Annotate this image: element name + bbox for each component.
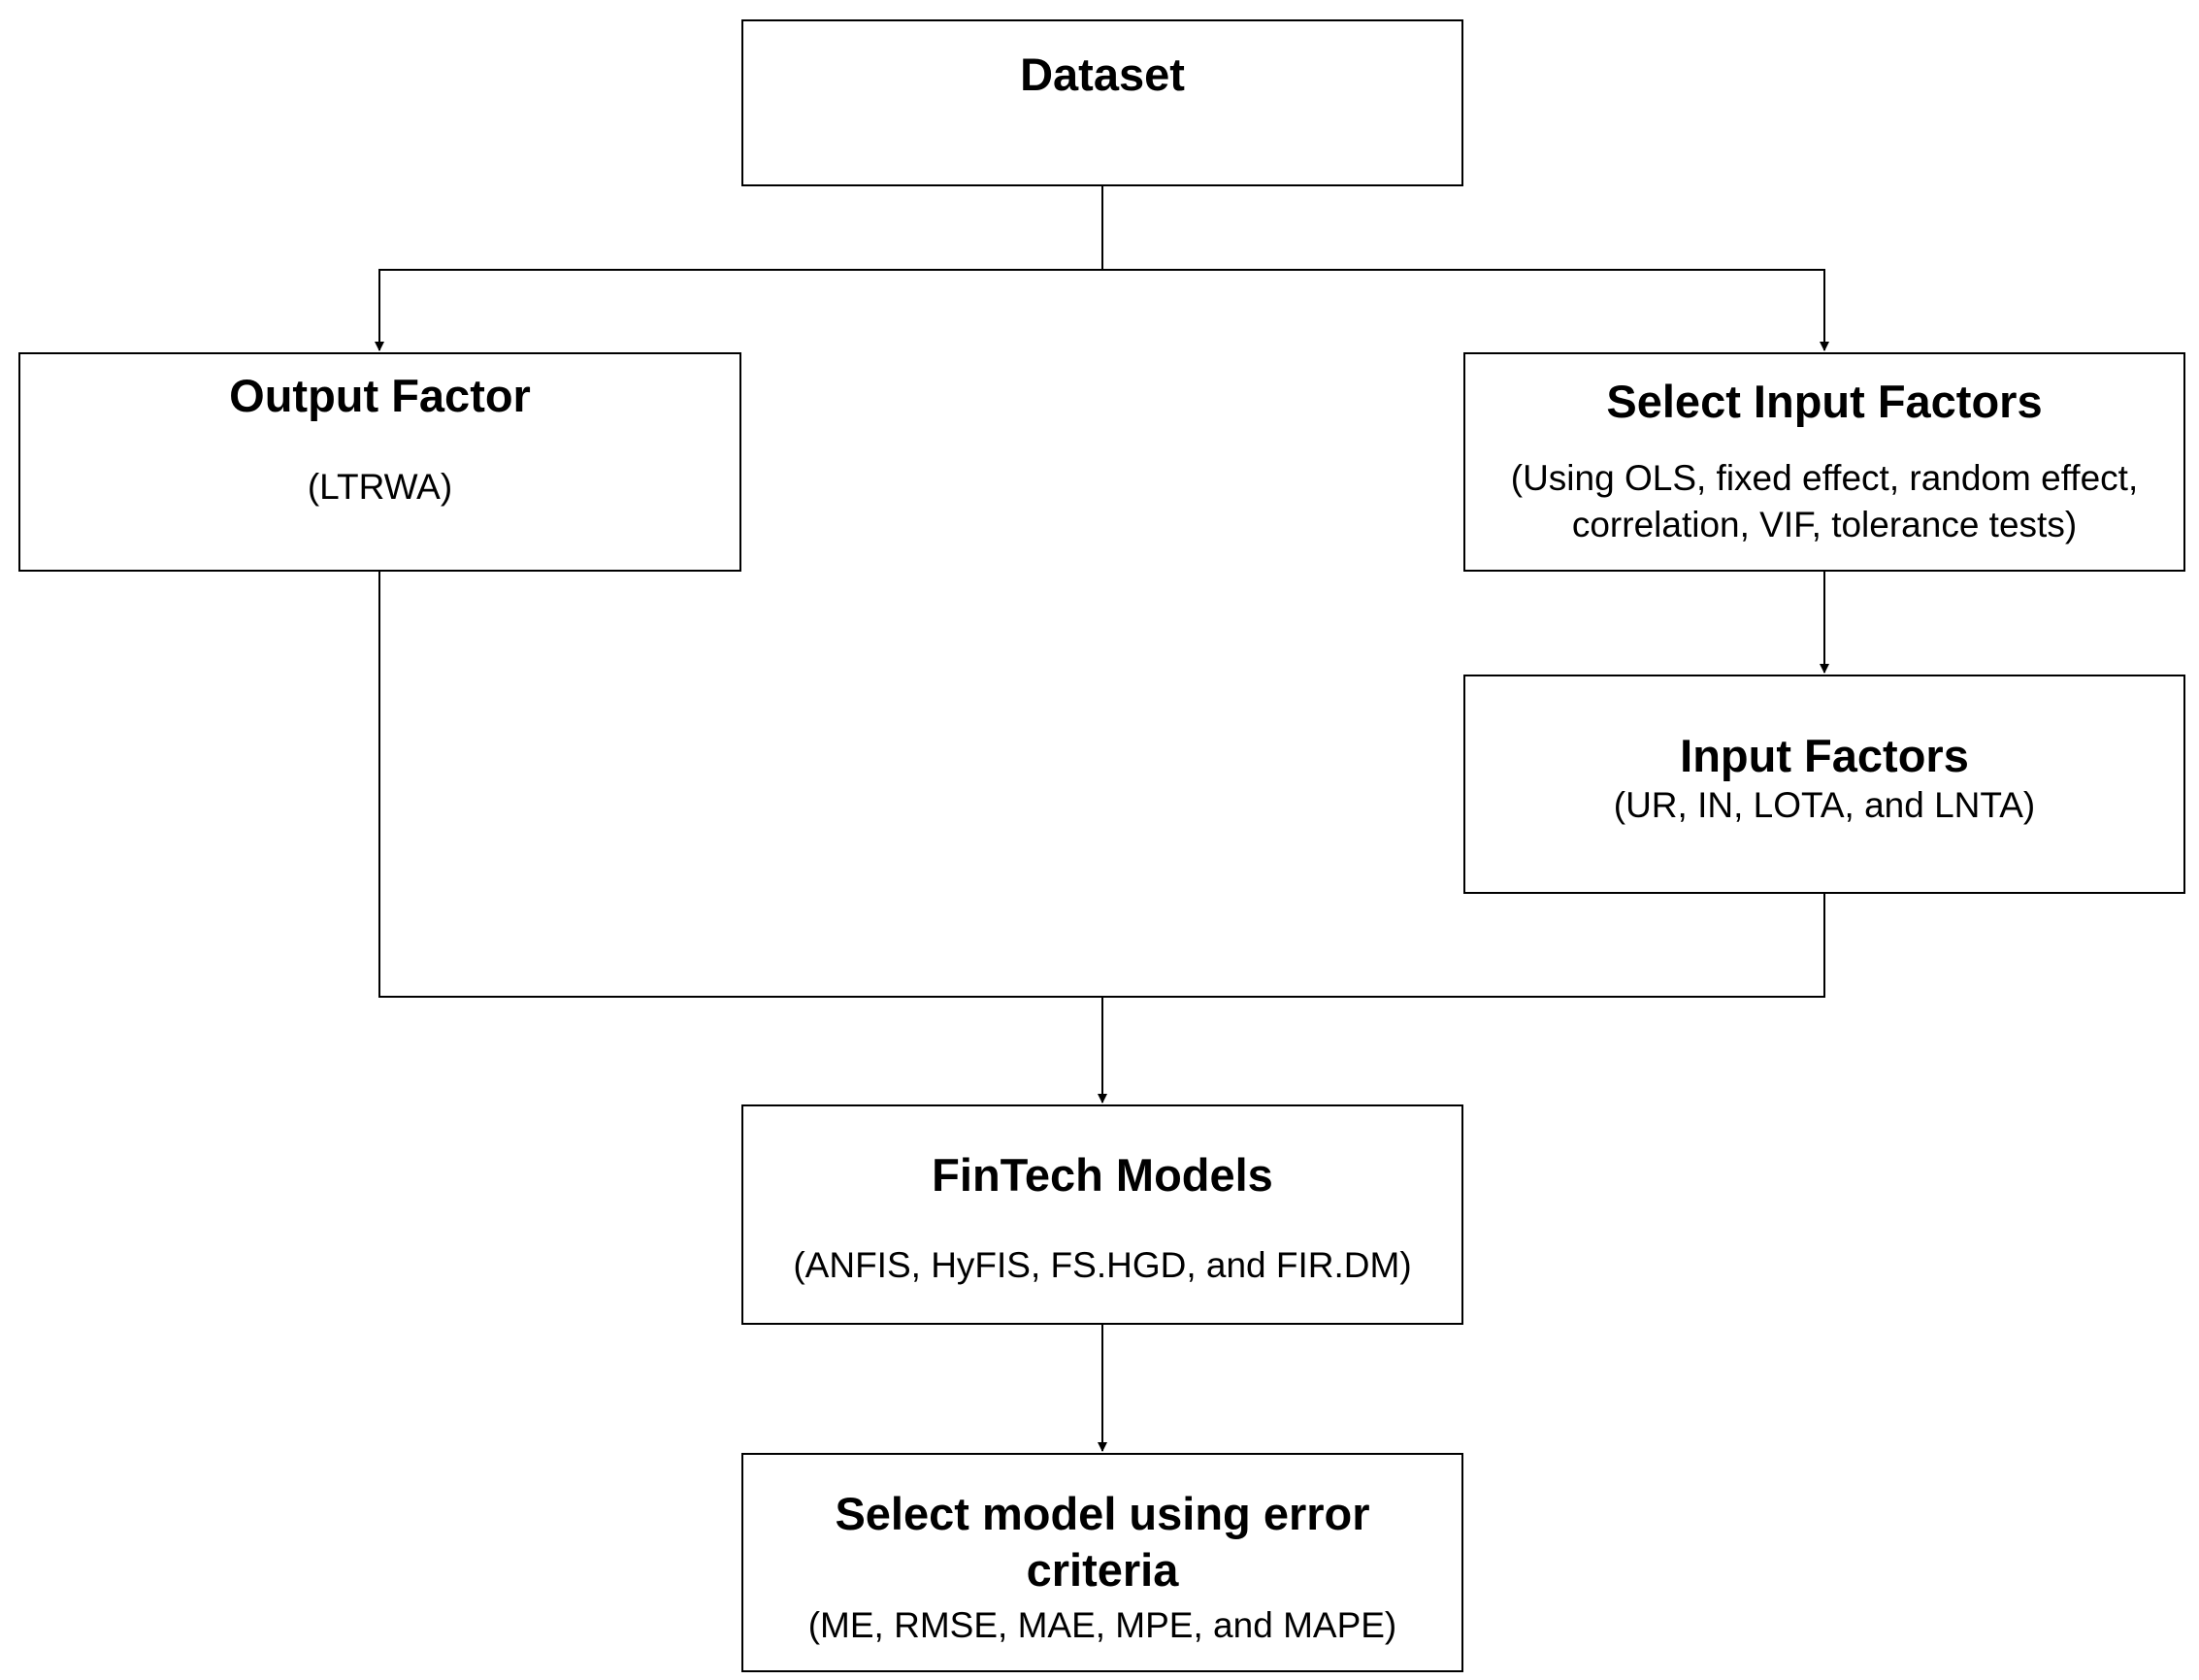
edge-input-factors-to-merge	[1102, 894, 1825, 998]
edge-output-factor-to-merge	[378, 572, 1102, 998]
select-input-factors-title: Select Input Factors	[1606, 376, 2043, 427]
input-factors-box: Input Factors (UR, IN, LOTA, and LNTA)	[1463, 675, 2185, 894]
fintech-models-title: FinTech Models	[932, 1149, 1273, 1201]
fintech-models-box: FinTech Models (ANFIS, HyFIS, FS.HGD, an…	[741, 1104, 1463, 1325]
edge-dataset-to-output-factor	[375, 269, 1102, 351]
select-input-factors-box: Select Input Factors (Using OLS, fixed e…	[1463, 352, 2185, 572]
input-factors-title: Input Factors	[1680, 730, 1969, 781]
select-model-subtitle: (ME, RMSE, MAE, MPE, and MAPE)	[807, 1605, 1397, 1645]
fintech-models-subtitle: (ANFIS, HyFIS, FS.HGD, and FIR.DM)	[793, 1245, 1412, 1285]
dataset-title: Dataset	[1020, 49, 1185, 100]
select-model-title: Select model using error criteria	[835, 1488, 1370, 1596]
dataset-box: Dataset	[741, 19, 1463, 186]
output-factor-box: Output Factor (LTRWA)	[18, 352, 741, 572]
output-factor-subtitle: (LTRWA)	[307, 467, 453, 507]
select-input-factors-subtitle: (Using OLS, fixed effect, random effect,…	[1510, 458, 2139, 544]
output-factor-title: Output Factor	[229, 370, 531, 421]
select-model-box: Select model using error criteria (ME, R…	[741, 1453, 1463, 1672]
input-factors-subtitle: (UR, IN, LOTA, and LNTA)	[1613, 785, 2036, 825]
edge-dataset-to-select-input-factors	[1102, 269, 1829, 351]
